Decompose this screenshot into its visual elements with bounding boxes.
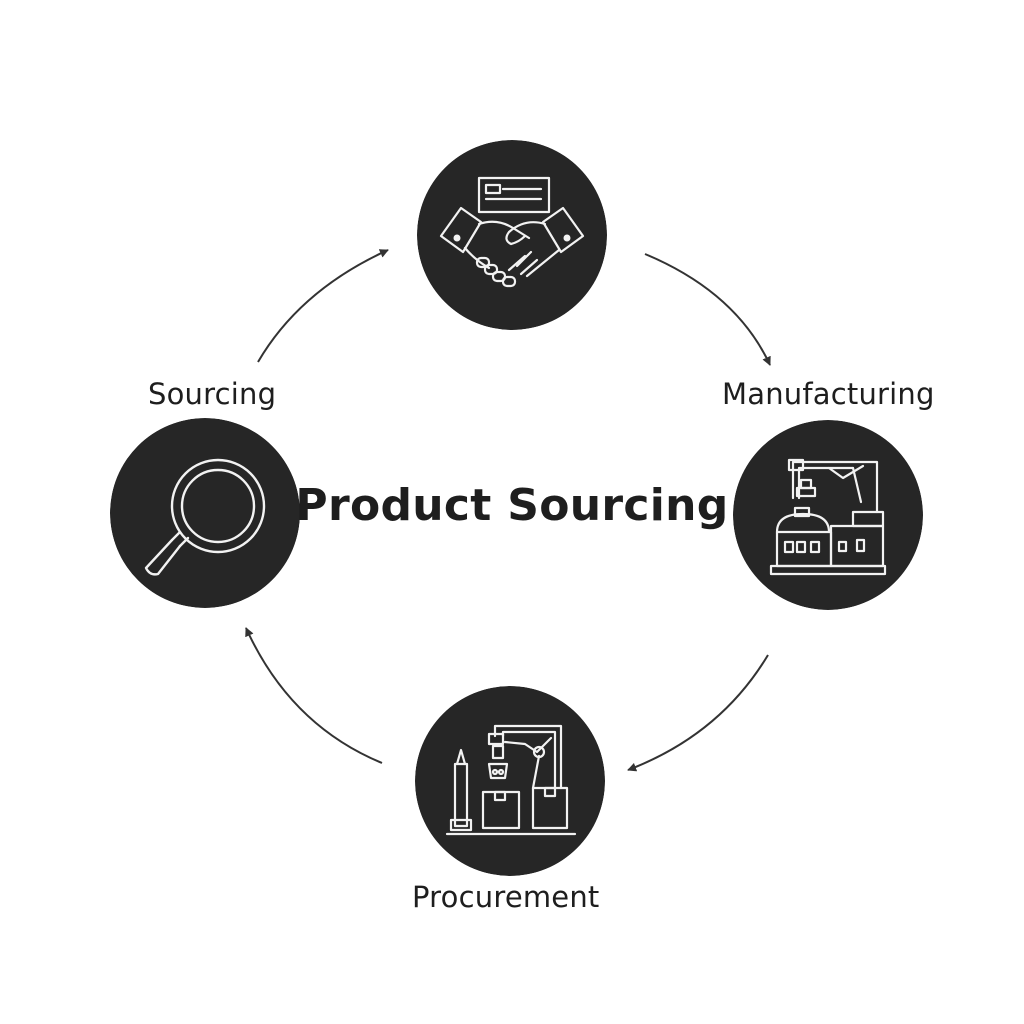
stage-label-sourcing: Sourcing xyxy=(148,377,277,411)
stage-node-manufacturing xyxy=(733,420,923,610)
stage-node-sourcing xyxy=(110,418,300,608)
arrow-manufacturing-to-procurement xyxy=(627,654,769,772)
factory-icon xyxy=(733,420,923,610)
arrow-handshake-to-manufacturing xyxy=(644,253,771,366)
arrow-procurement-to-sourcing xyxy=(245,627,383,764)
stage-label-manufacturing: Manufacturing xyxy=(722,377,935,411)
diagram-title: Product Sourcing xyxy=(295,480,729,531)
stage-node-handshake xyxy=(417,140,607,330)
magnifying-glass-icon xyxy=(110,418,300,608)
stage-node-procurement xyxy=(415,686,605,876)
robotic-arm-icon xyxy=(415,686,605,876)
arrow-sourcing-to-handshake xyxy=(257,249,389,363)
handshake-icon xyxy=(417,140,607,330)
stage-label-procurement: Procurement xyxy=(412,880,600,914)
